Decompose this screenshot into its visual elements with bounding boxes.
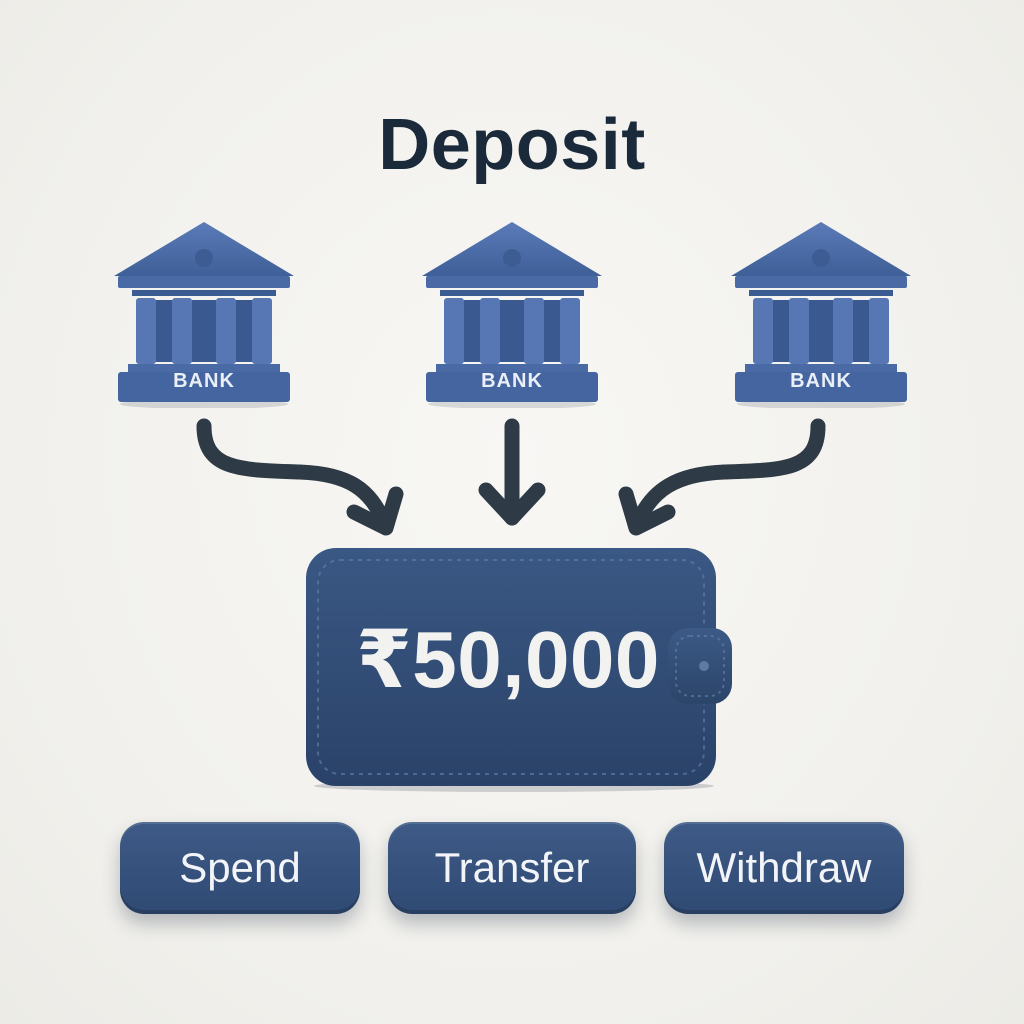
page-title: Deposit	[378, 105, 646, 185]
bank-label: BANK	[173, 370, 235, 392]
wallet-balance: ₹50,000	[356, 615, 660, 704]
withdraw-button[interactable]: Withdraw	[664, 822, 904, 914]
bank-building-graphic	[731, 222, 911, 408]
wallet: ₹50,000	[304, 546, 734, 792]
bank-icon: BANK	[112, 218, 296, 408]
arrow-center-head-icon	[478, 482, 546, 526]
spend-button[interactable]: Spend	[120, 822, 360, 914]
arrow-right-icon	[630, 418, 826, 530]
bank-label: BANK	[481, 370, 543, 392]
arrow-left-icon	[196, 418, 392, 530]
bank-label: BANK	[790, 370, 852, 392]
wallet-icon	[306, 548, 732, 792]
arrow-left-head-icon	[346, 486, 404, 536]
transfer-button[interactable]: Transfer	[388, 822, 636, 914]
bank-building-graphic	[114, 222, 294, 408]
bank-icon: BANK	[729, 218, 913, 408]
bank-building-graphic	[422, 222, 602, 408]
bank-icon: BANK	[420, 218, 604, 408]
arrow-right-head-icon	[618, 486, 676, 536]
